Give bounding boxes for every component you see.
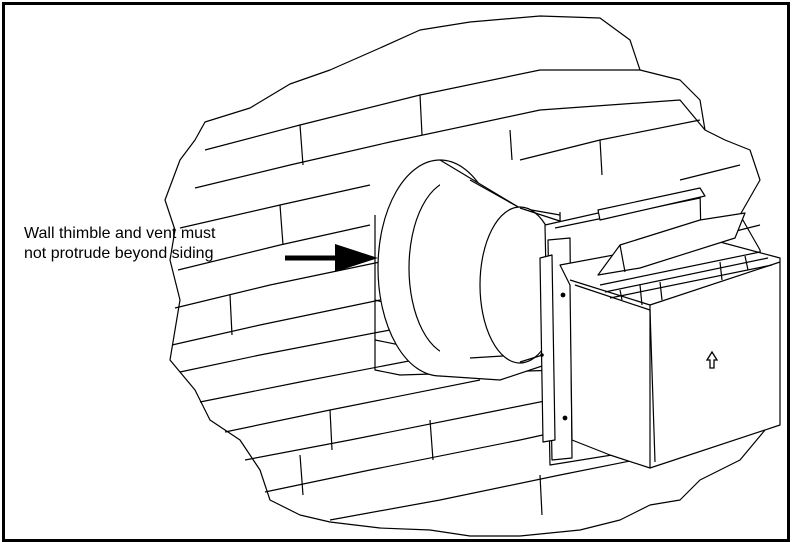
vent-louvers [599, 251, 773, 306]
installation-note: Wall thimble and vent must not protrude … [24, 224, 215, 264]
installation-note-line-1: Wall thimble and vent must [24, 225, 216, 242]
siding-joints [229, 94, 603, 516]
installation-note-line-2: not protrude beyond siding [24, 245, 214, 262]
airflow-up-arrow-icon [705, 350, 719, 369]
arrow-pointer-icon [285, 244, 378, 272]
